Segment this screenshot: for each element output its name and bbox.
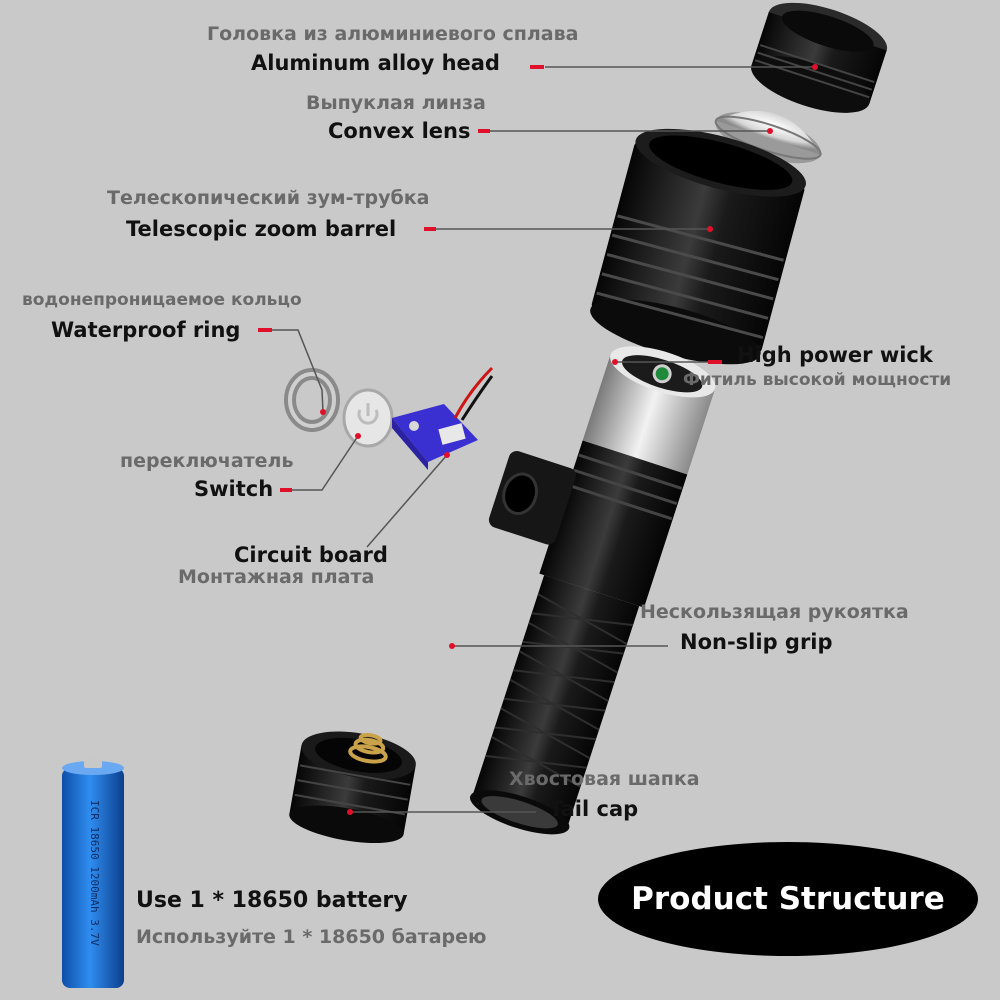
product-structure-badge: Product Structure	[598, 842, 978, 956]
flashlight-body-part	[469, 346, 716, 835]
tail-cap-label-en: Tail cap	[549, 797, 639, 821]
switch-label-ru: переключатель	[120, 450, 294, 472]
waterproof-ring-part	[284, 368, 340, 432]
circuit-board-label-ru: Монтажная плата	[178, 566, 375, 588]
switch-label-en: Switch	[194, 477, 274, 501]
zoom-barrel-label-ru: Телескопический зум-трубка	[107, 187, 430, 209]
battery-instruction-en: Use 1 * 18650 battery	[136, 888, 408, 913]
non-slip-grip-label-en: Non-slip grip	[680, 630, 833, 654]
waterproof-ring-label-en: Waterproof ring	[51, 318, 241, 342]
non-slip-grip-label-ru: Нескользящая рукоятка	[640, 601, 909, 623]
zoom-barrel-part	[590, 128, 806, 365]
convex-lens-label-ru: Выпуклая линза	[306, 92, 486, 114]
aluminum-head-part	[751, 2, 888, 113]
led-emitter	[652, 364, 672, 384]
switch-part	[342, 388, 394, 448]
tail-cap-part	[289, 731, 416, 844]
aluminum-head-label-en: Aluminum alloy head	[251, 51, 500, 75]
high-power-wick-label-ru: Фитиль высокой мощности	[683, 370, 952, 390]
product-structure-label: Product Structure	[631, 881, 945, 917]
circuit-board-part	[392, 366, 494, 470]
aluminum-head-label-ru: Головка из алюминиевого сплава	[207, 23, 579, 45]
marker-dots	[258, 64, 818, 815]
zoom-barrel-label-en: Telescopic zoom barrel	[126, 217, 397, 241]
waterproof-ring-label-ru: водонепроницаемое кольцо	[22, 290, 302, 310]
battery-part	[62, 758, 124, 988]
battery-cell-label: ICR 18650 1200mAh 3.7V	[88, 800, 101, 946]
high-power-wick-label-en: High power wick	[737, 343, 933, 367]
tail-cap-label-ru: Хвостовая шапка	[509, 768, 700, 790]
convex-lens-label-en: Convex lens	[328, 119, 471, 143]
leader-lines	[272, 66, 815, 813]
circuit-board-label-en: Circuit board	[234, 543, 388, 567]
battery-instruction-ru: Используйте 1 * 18650 батарею	[136, 926, 487, 948]
